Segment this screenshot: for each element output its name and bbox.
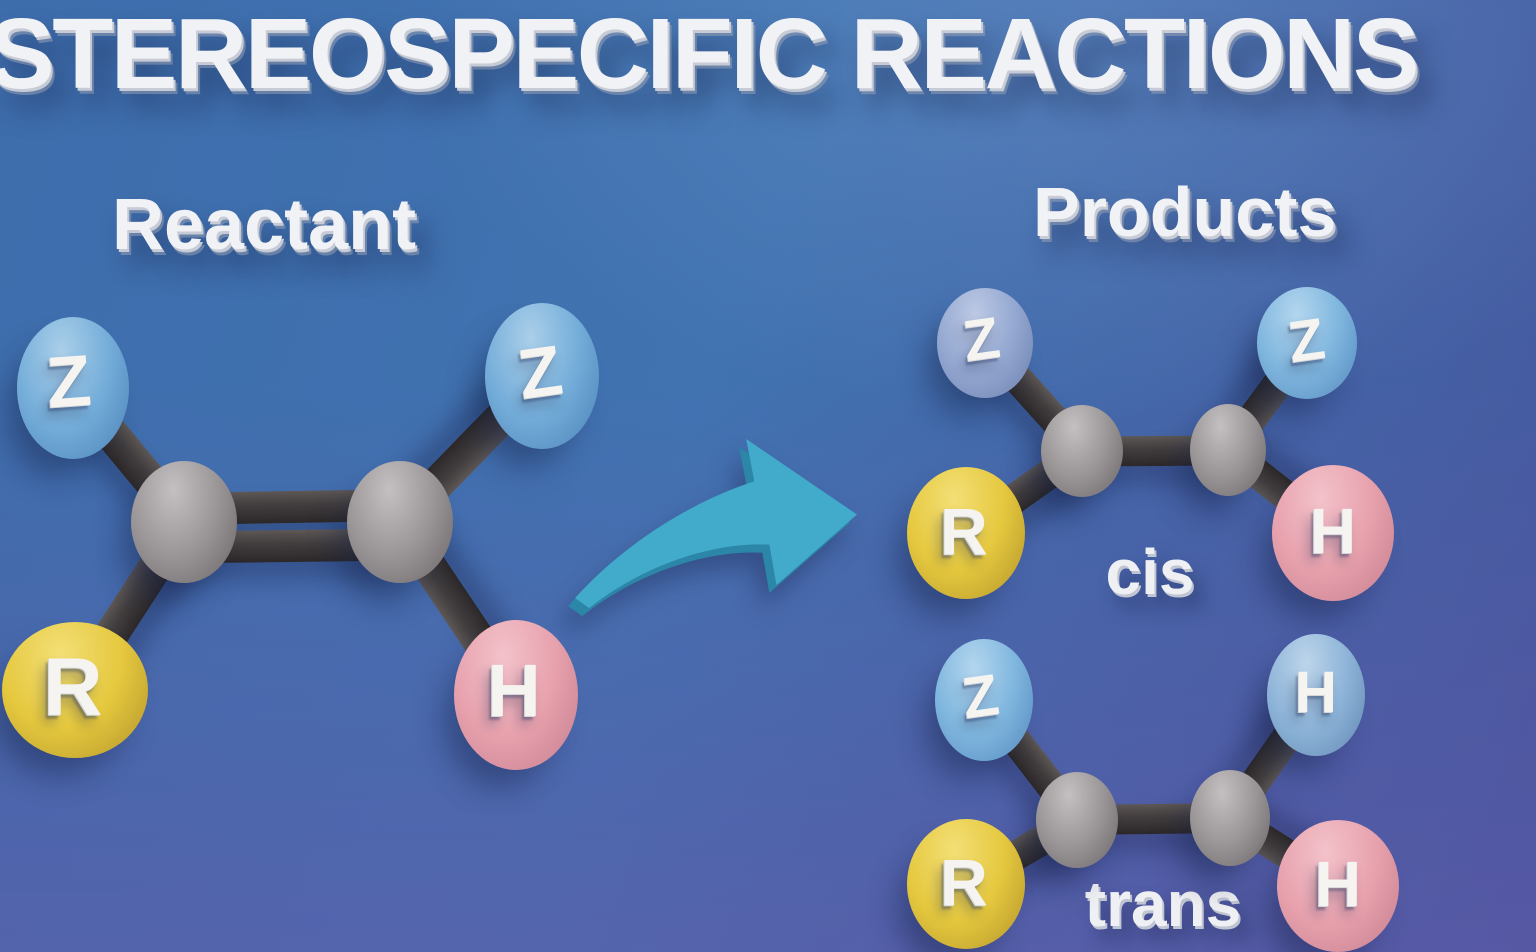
cis-atom-label-Z: Z	[1284, 305, 1329, 376]
trans-atom-label-H: H	[1314, 848, 1362, 920]
trans-atom-label-H: H	[1295, 660, 1337, 725]
reactant-atom-label-R: R	[43, 642, 103, 733]
trans-atom-H: H	[1267, 634, 1365, 756]
trans-atom-label-R: R	[940, 845, 988, 919]
trans-atom-Z: Z	[935, 639, 1033, 761]
cis-atom-label-Z: Z	[959, 304, 1004, 375]
cis-atom-label-H: H	[1309, 495, 1357, 567]
cis-atom-R: R	[907, 467, 1025, 599]
reactant-atom-Z: Z	[485, 303, 599, 449]
trans-atom-C	[1036, 772, 1118, 868]
cis-atom-C	[1190, 404, 1266, 496]
reactant-atom-H: H	[454, 620, 578, 770]
reactant-atom-label-Z: Z	[44, 340, 94, 424]
reactant-atom-label-H: H	[487, 649, 541, 732]
reactant-atom-C	[347, 461, 453, 583]
cis-atom-C	[1041, 405, 1123, 497]
trans-label: trans	[1084, 868, 1242, 940]
trans-atom-C	[1190, 770, 1270, 866]
cis-atom-Z: Z	[1257, 287, 1357, 399]
reactant-atom-R: R	[2, 622, 148, 758]
products-heading: Products	[1033, 173, 1337, 251]
reactant-atom-C	[131, 461, 237, 583]
reactant-atom-label-Z: Z	[513, 330, 567, 414]
arrow-top-face	[575, 438, 857, 609]
reaction-arrow-icon	[568, 438, 857, 616]
trans-atom-H: H	[1277, 820, 1399, 952]
cis-atom-H: H	[1272, 465, 1394, 601]
trans-atom-R: R	[907, 819, 1025, 949]
page-title: STEREOSPECIFIC REACTIONS	[0, 0, 1420, 110]
cis-label: cis	[1105, 536, 1195, 608]
cis-atom-label-R: R	[940, 494, 988, 568]
reactant-heading: Reactant	[112, 185, 417, 265]
cis-atom-Z: Z	[937, 288, 1033, 398]
reactant-atom-Z: Z	[17, 317, 129, 459]
trans-atom-label-Z: Z	[958, 661, 1003, 732]
